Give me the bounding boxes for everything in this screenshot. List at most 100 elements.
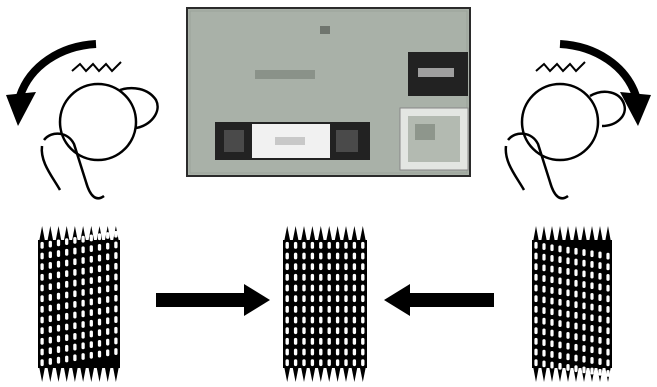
grid-spike-bottom: [71, 366, 78, 382]
right-arrow-icon: [156, 284, 270, 316]
grid-slot: [574, 269, 578, 277]
grid-slot: [598, 368, 602, 376]
grid-slot: [81, 321, 85, 328]
grid-slot: [293, 348, 298, 356]
grid-spike-bottom: [80, 366, 87, 382]
grid-spike-top: [55, 226, 62, 242]
grid-slot: [327, 359, 331, 367]
grid-slot: [97, 286, 102, 294]
grid-slot: [81, 353, 85, 360]
grid-spike-bottom: [55, 366, 62, 382]
grid-slot: [542, 243, 546, 250]
grid-spike-top: [549, 226, 555, 242]
grid-spike-top: [326, 226, 333, 242]
grid-slot: [97, 307, 102, 315]
grid-slot: [319, 284, 323, 292]
grid-slot: [319, 263, 323, 271]
grid-spike-bottom: [104, 366, 111, 382]
grid-slot: [361, 327, 365, 335]
grid-slot: [48, 315, 52, 323]
grid-slot: [361, 284, 365, 292]
grid-slot: [310, 263, 315, 271]
grid-slot: [550, 318, 554, 326]
grid-slot: [65, 291, 69, 299]
grid-slot: [574, 279, 578, 287]
grid-slot: [97, 265, 102, 273]
grid-slot: [574, 333, 578, 341]
grid-slot: [582, 323, 586, 331]
left-arrow-head: [384, 284, 410, 316]
grid-slot: [606, 274, 610, 281]
grid-slot: [319, 305, 323, 313]
grid-slot: [106, 264, 110, 271]
grid-slot: [542, 285, 546, 293]
grid-slot: [361, 348, 365, 356]
finger-right-edge: [504, 145, 526, 191]
grid-slot: [352, 316, 357, 324]
grid-slot: [106, 253, 110, 261]
grid-slot: [293, 305, 298, 313]
grid-slot: [352, 241, 357, 249]
grid-slot: [285, 263, 289, 271]
screen-top-glyph: [320, 26, 330, 34]
grid-slot: [65, 259, 69, 267]
grid-slot: [550, 297, 554, 305]
grid-slot: [344, 252, 348, 260]
grid-slot: [293, 295, 298, 303]
grid-slot: [40, 359, 44, 367]
grid-slot: [606, 284, 610, 292]
grid-slot: [302, 305, 306, 313]
grid-slot: [566, 246, 570, 254]
grid-spike-top: [605, 226, 611, 242]
grid-slot: [574, 343, 578, 351]
grid-slot: [40, 263, 44, 271]
grid-slot: [344, 337, 348, 345]
grid-slot: [56, 250, 61, 257]
grid-spike-top: [47, 226, 54, 242]
right-button-icon[interactable]: [336, 130, 358, 152]
grid-slot: [590, 314, 594, 322]
grid-slot: [558, 256, 562, 264]
grid-spike-top: [597, 226, 603, 242]
grid-slot: [335, 252, 340, 260]
middle-button-label-blur: [275, 137, 305, 145]
right-arrow-shaft: [156, 293, 246, 307]
grid-slot: [319, 316, 323, 324]
grid-spike-top: [63, 226, 70, 242]
grid-slot: [558, 266, 562, 274]
grid-slot: [566, 289, 570, 297]
grid-spike-top: [317, 226, 324, 242]
grid-slot: [566, 278, 570, 286]
right-tilted-grid: [532, 226, 612, 382]
grid-slot: [293, 273, 298, 281]
grid-slot: [73, 237, 77, 244]
left-button-icon[interactable]: [224, 130, 244, 152]
grid-slot: [534, 305, 538, 313]
grid-slot: [590, 250, 594, 258]
grid-slot: [574, 290, 578, 298]
rotate-counterclockwise-icon: [6, 92, 36, 126]
grid-slot: [302, 337, 306, 345]
grid-slot: [73, 354, 77, 362]
grid-slot: [293, 327, 298, 335]
grid-slot: [558, 341, 562, 349]
grid-slot: [114, 241, 118, 249]
grid-slot: [590, 346, 594, 354]
grid-slot: [73, 301, 77, 308]
grid-slot: [319, 337, 323, 345]
grid-spike-top: [284, 226, 291, 242]
grid-slot: [48, 294, 52, 301]
grid-slot: [327, 316, 331, 324]
grid-slot: [361, 273, 365, 281]
grid-slot: [335, 305, 340, 313]
grid-slot: [550, 265, 554, 273]
grid-spike-top: [557, 226, 563, 242]
grid-slot: [285, 273, 289, 281]
grid-slot: [566, 332, 570, 339]
grid-slot: [310, 316, 315, 324]
grid-slot: [319, 295, 323, 303]
grid-slot: [285, 359, 289, 367]
grid-slot: [550, 276, 554, 284]
grid-slot: [582, 259, 586, 267]
